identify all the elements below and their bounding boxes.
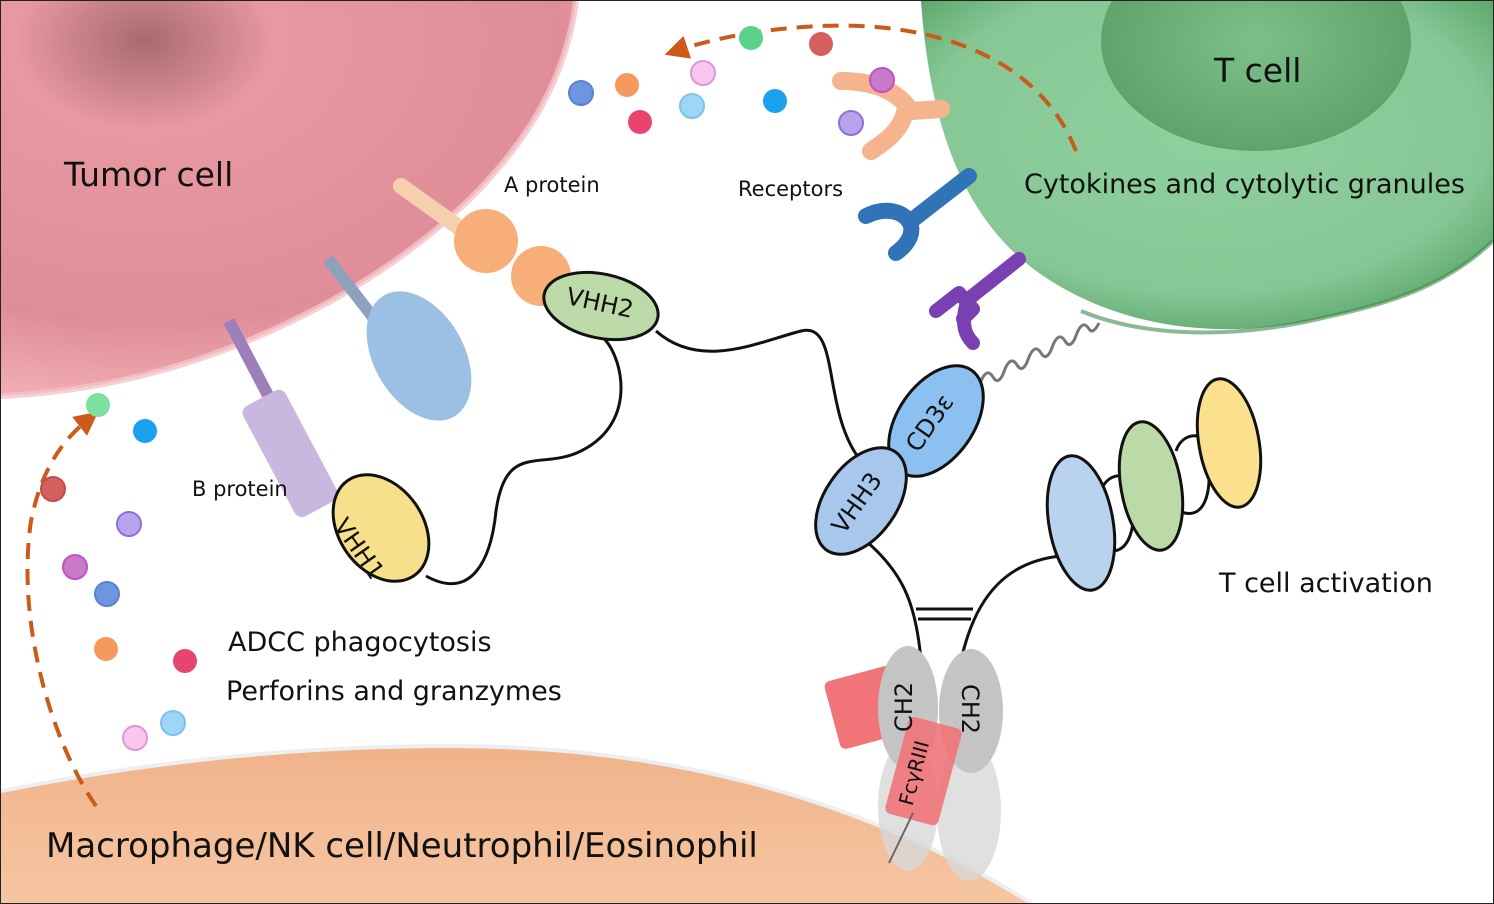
t-cell-nucleus xyxy=(1101,1,1411,151)
receptor-blue xyxy=(858,168,977,261)
receptor-orange xyxy=(832,67,950,160)
linker-vhh2-vhh3 xyxy=(655,328,863,462)
label-t-cell-activation: T cell activation xyxy=(1219,568,1433,599)
fc-region xyxy=(824,646,1003,881)
linker-vhh1-vhh2 xyxy=(425,334,623,586)
activation-domains xyxy=(1045,377,1263,592)
label-cytokines: Cytokines and cytolytic granules xyxy=(1024,169,1465,200)
label-perforins: Perforins and granzymes xyxy=(226,676,562,707)
vhh3-domain xyxy=(814,446,908,556)
label-ch2-left: CH2 xyxy=(890,681,919,733)
label-tumor-cell: Tumor cell xyxy=(64,155,234,194)
granules-top xyxy=(568,26,864,136)
blue-protein xyxy=(323,255,472,421)
receptor-purple xyxy=(929,252,1026,350)
b-protein xyxy=(223,318,338,518)
label-t-cell: T cell xyxy=(1214,51,1302,90)
arrow-adcc xyxy=(25,411,99,808)
effector-cell xyxy=(1,743,1033,903)
tumor-cell xyxy=(1,1,579,399)
hinge-right xyxy=(959,554,1062,662)
vhh2-domain xyxy=(542,270,660,342)
label-adcc: ADCC phagocytosis xyxy=(228,627,492,658)
label-ch2-right: CH2 xyxy=(956,683,985,735)
t-cell xyxy=(921,1,1493,335)
label-b-protein: B protein xyxy=(192,477,288,501)
arrow-cytokines xyxy=(664,23,1078,152)
granules-left xyxy=(40,393,197,751)
label-receptors: Receptors xyxy=(738,177,844,201)
hinge-left xyxy=(865,539,923,662)
wavy-linker xyxy=(979,322,1101,383)
vhh1-domain xyxy=(331,473,431,583)
label-effector-cells: Macrophage/NK cell/Neutrophil/Eosinophil xyxy=(46,826,758,866)
label-a-protein: A protein xyxy=(504,173,600,197)
